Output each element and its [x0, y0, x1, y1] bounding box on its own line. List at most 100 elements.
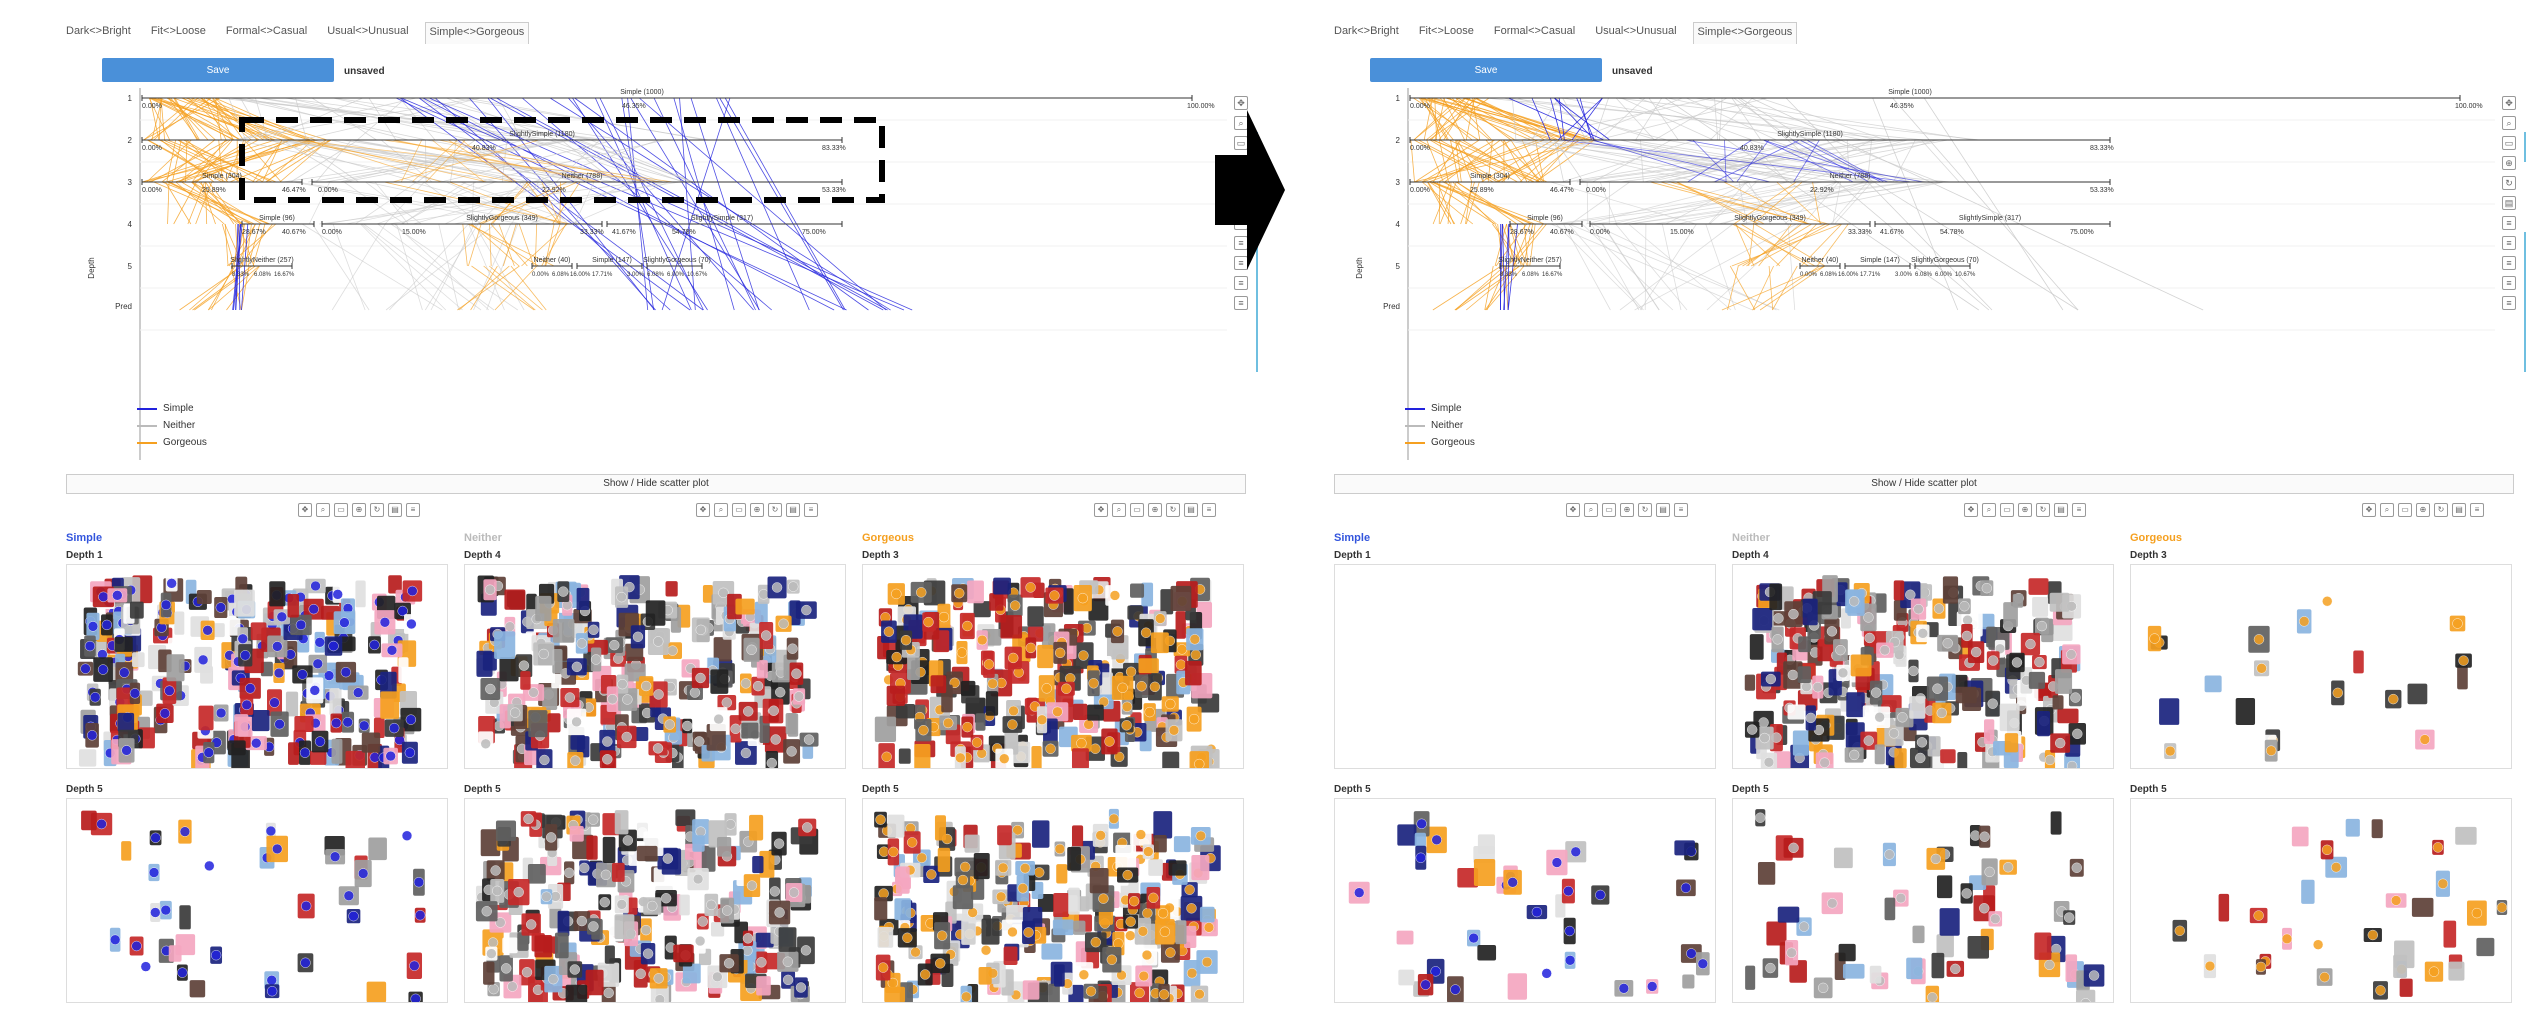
filter-icon[interactable]: ≡	[2502, 236, 2516, 250]
box-zoom-icon[interactable]: ▭	[1602, 503, 1616, 517]
wheel-zoom-icon[interactable]: ⊕	[2416, 503, 2430, 517]
filter-icon[interactable]: ≡	[1234, 276, 1248, 290]
tab-formal-casual[interactable]: Formal<>Casual	[225, 25, 308, 37]
item-thumbnail	[552, 618, 575, 643]
tab-fit-loose[interactable]: Fit<>Loose	[150, 25, 206, 37]
reset-icon[interactable]: ↻	[370, 503, 384, 517]
wheel-zoom-icon[interactable]: ⊕	[1148, 503, 1162, 517]
wheel-zoom-icon[interactable]: ⊕	[2018, 503, 2032, 517]
zoom-icon[interactable]: ⌕	[2380, 503, 2394, 517]
tab-dark-bright[interactable]: Dark<>Bright	[66, 25, 131, 37]
show-hide-scatter-button[interactable]: Show / Hide scatter plot	[1334, 474, 2514, 494]
scatter-cell-simple-r1[interactable]	[1334, 564, 1716, 769]
filter-icon[interactable]: ≡	[2502, 276, 2516, 290]
pan-icon[interactable]: ✥	[2362, 503, 2376, 517]
scatter-cell-gorgeous-r1[interactable]	[2130, 564, 2512, 769]
save-button[interactable]: Save	[1370, 58, 1602, 82]
scatter-cell-neither-r2[interactable]	[464, 798, 846, 1003]
scatter-cell-neither-r1[interactable]	[1732, 564, 2114, 769]
zoom-icon[interactable]: ⌕	[1584, 503, 1598, 517]
pan-icon[interactable]: ✥	[298, 503, 312, 517]
filter-icon[interactable]: ≡	[406, 503, 420, 517]
save-image-icon[interactable]: ▤	[2502, 196, 2516, 210]
pan-icon[interactable]: ✥	[1234, 96, 1248, 110]
prediction-dot	[525, 919, 537, 930]
tree-edge	[262, 139, 283, 183]
box-zoom-icon[interactable]: ▭	[2000, 503, 2014, 517]
zoom-icon[interactable]: ⌕	[714, 503, 728, 517]
save-image-icon[interactable]: ▤	[2054, 503, 2068, 517]
pan-icon[interactable]: ✥	[1566, 503, 1580, 517]
filter-icon[interactable]: ≡	[2072, 503, 2086, 517]
wheel-zoom-icon[interactable]: ⊕	[352, 503, 366, 517]
zoom-icon[interactable]: ⌕	[1112, 503, 1126, 517]
tab-formal-casual[interactable]: Formal<>Casual	[1493, 25, 1576, 37]
scatter-cell-simple-r1[interactable]	[66, 564, 448, 769]
box-zoom-icon[interactable]: ▭	[2398, 503, 2412, 517]
node-label: Simple (96)	[259, 215, 295, 222]
save-image-icon[interactable]: ▤	[786, 503, 800, 517]
save-image-icon[interactable]: ▤	[388, 503, 402, 517]
filter-icon[interactable]: ≡	[1234, 296, 1248, 310]
reset-icon[interactable]: ↻	[768, 503, 782, 517]
box-zoom-icon[interactable]: ▭	[334, 503, 348, 517]
reset-icon[interactable]: ↻	[2036, 503, 2050, 517]
scatter-cell-simple-r2[interactable]	[66, 798, 448, 1003]
tab-fit-loose[interactable]: Fit<>Loose	[1418, 25, 1474, 37]
tick-label: 75.00%	[802, 229, 826, 236]
show-hide-scatter-button[interactable]: Show / Hide scatter plot	[66, 474, 1246, 494]
scatter-cell-simple-r2[interactable]	[1334, 798, 1716, 1003]
tree-edge	[247, 223, 261, 267]
save-button[interactable]: Save	[102, 58, 334, 82]
prediction-dot	[563, 867, 575, 879]
zoom-icon[interactable]: ⌕	[1982, 503, 1996, 517]
filter-icon[interactable]: ≡	[2502, 216, 2516, 230]
pan-icon[interactable]: ✥	[2502, 96, 2516, 110]
wheel-zoom-icon[interactable]: ⊕	[750, 503, 764, 517]
filter-icon[interactable]: ≡	[2502, 296, 2516, 310]
save-image-icon[interactable]: ▤	[1656, 503, 1670, 517]
scatter-cell-neither-r2[interactable]	[1732, 798, 2114, 1003]
reset-icon[interactable]: ↻	[1166, 503, 1180, 517]
reset-icon[interactable]: ↻	[2434, 503, 2448, 517]
tab-simple-gorgeous[interactable]: Simple<>Gorgeous	[424, 22, 530, 44]
scatter-cell-neither-r1[interactable]	[464, 564, 846, 769]
pan-icon[interactable]: ✥	[1094, 503, 1108, 517]
prediction-dot	[299, 747, 311, 758]
box-zoom-icon[interactable]: ▭	[1130, 503, 1144, 517]
zoom-icon[interactable]: ⌕	[2502, 116, 2516, 130]
tree-edge	[549, 139, 663, 183]
save-image-icon[interactable]: ▤	[1184, 503, 1198, 517]
tree-edge	[1510, 139, 1540, 183]
tab-simple-gorgeous[interactable]: Simple<>Gorgeous	[1692, 22, 1798, 44]
wheel-zoom-icon[interactable]: ⊕	[2502, 156, 2516, 170]
filter-icon[interactable]: ≡	[1674, 503, 1688, 517]
zoom-icon[interactable]: ⌕	[316, 503, 330, 517]
item-thumbnail	[2065, 954, 2078, 983]
tab-dark-bright[interactable]: Dark<>Bright	[1334, 25, 1399, 37]
scatter-cell-gorgeous-r2[interactable]	[2130, 798, 2512, 1003]
reset-icon[interactable]: ↻	[2502, 176, 2516, 190]
tab-usual-unusual[interactable]: Usual<>Unusual	[1595, 25, 1677, 37]
filter-icon[interactable]: ≡	[804, 503, 818, 517]
item-thumbnail	[952, 885, 974, 910]
save-image-icon[interactable]: ▤	[2452, 503, 2466, 517]
filter-icon[interactable]: ≡	[2502, 256, 2516, 270]
filter-icon[interactable]: ≡	[2470, 503, 2484, 517]
reset-icon[interactable]: ↻	[1638, 503, 1652, 517]
tree-edge	[308, 181, 331, 225]
tab-usual-unusual[interactable]: Usual<>Unusual	[327, 25, 409, 37]
tree-edge	[1438, 181, 1441, 225]
scatter-cell-gorgeous-r2[interactable]	[862, 798, 1244, 1003]
wheel-zoom-icon[interactable]: ⊕	[1620, 503, 1634, 517]
filter-icon[interactable]: ≡	[1202, 503, 1216, 517]
prediction-dot	[1927, 992, 1938, 1002]
box-zoom-icon[interactable]: ▭	[732, 503, 746, 517]
scatter-cell-gorgeous-r1[interactable]	[862, 564, 1244, 769]
pan-icon[interactable]: ✥	[696, 503, 710, 517]
box-zoom-icon[interactable]: ▭	[2502, 136, 2516, 150]
item-thumbnail	[1789, 960, 1807, 983]
pan-icon[interactable]: ✥	[1964, 503, 1978, 517]
